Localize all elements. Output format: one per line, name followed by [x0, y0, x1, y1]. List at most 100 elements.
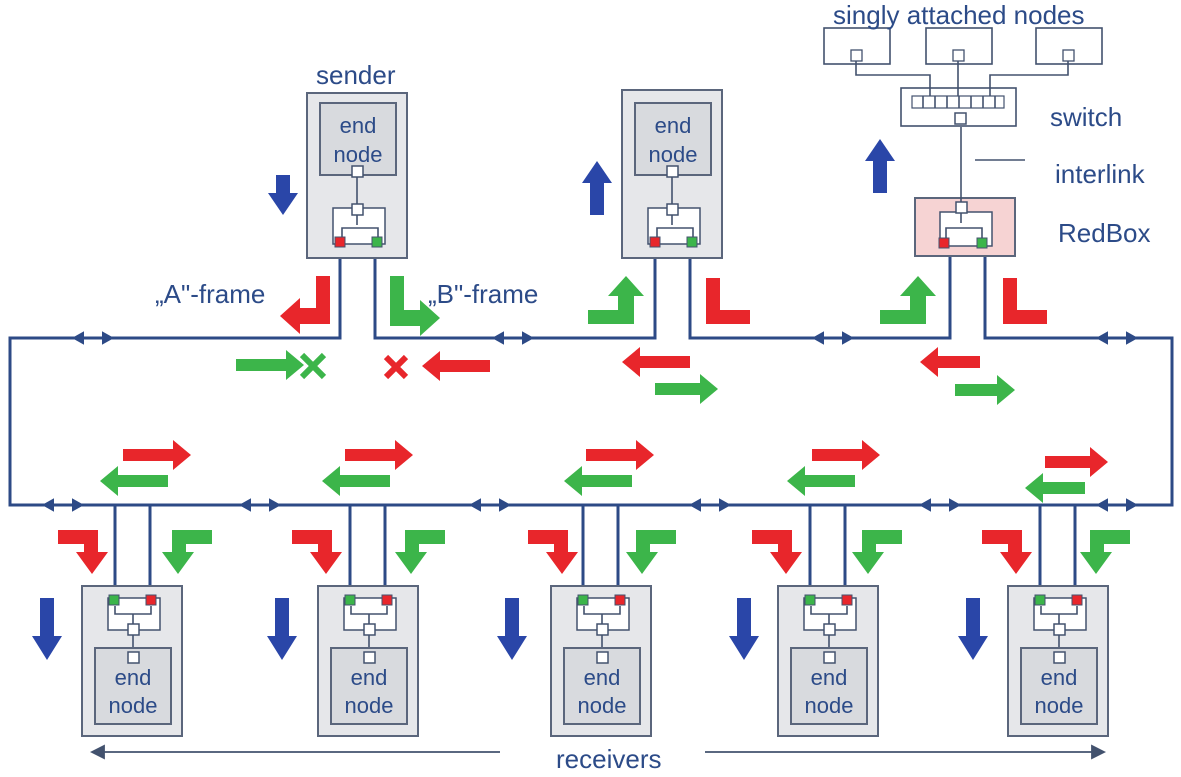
a-frame-arrow-icon	[123, 440, 191, 470]
switch-label: switch	[1050, 102, 1122, 132]
port-a	[841, 594, 853, 606]
blocked-x-icon	[299, 352, 327, 380]
singly-attached-nodes	[823, 27, 1103, 96]
sender-node: end node	[306, 92, 408, 259]
b-frame-arrow-icon	[1025, 473, 1085, 503]
a-frame-arrow-icon	[528, 530, 578, 574]
down-arrow-icon	[729, 598, 759, 660]
a-frame-arrow-icon	[280, 276, 330, 334]
b-frame-label: „B"-frame	[428, 279, 538, 309]
link-marker	[811, 331, 855, 345]
port-b	[804, 594, 816, 606]
link-marker	[238, 498, 282, 512]
port-b	[577, 594, 589, 606]
b-frame-arrow-icon	[236, 350, 304, 380]
link-marker	[1095, 498, 1139, 512]
drop-receiver-3	[581, 505, 620, 598]
port-b	[1034, 594, 1046, 606]
b-frame-arrow-icon	[588, 276, 644, 324]
link-marker	[1095, 331, 1139, 345]
top-node-node-label: node	[649, 142, 698, 167]
receiver-2-end-label: end	[351, 665, 388, 690]
sender-end-label: end	[340, 113, 377, 138]
link-markers	[41, 331, 1139, 512]
ring-lines	[8, 250, 1174, 598]
receiver-5-end-label: end	[1041, 665, 1078, 690]
top-node-end-label: end	[655, 113, 692, 138]
link-marker	[688, 498, 732, 512]
a-frame-arrow-icon	[982, 530, 1032, 574]
down-arrow-icon	[497, 598, 527, 660]
drop-receiver-5	[1038, 505, 1077, 598]
port-b	[686, 236, 698, 248]
b-frame-arrow-icon	[395, 530, 445, 574]
link-marker	[918, 498, 962, 512]
a-frame-arrow-icon	[345, 440, 413, 470]
receiver-node-1: end node	[81, 585, 183, 737]
down-arrow-icon	[958, 598, 988, 660]
receiver-1-end-label: end	[115, 665, 152, 690]
b-frame-arrow-icon	[880, 276, 936, 324]
b-frame-arrow-icon	[655, 374, 718, 404]
drop-receiver-1	[113, 505, 152, 598]
a-frame-arrow-icon	[58, 530, 108, 574]
port-b	[976, 237, 988, 249]
receiver-3-node-label: node	[578, 693, 627, 718]
b-frame-arrow-icon	[1080, 530, 1130, 574]
a-frame-arrow-icon	[812, 440, 880, 470]
port-a	[1071, 594, 1083, 606]
a-frame-arrow-icon	[920, 347, 980, 377]
b-frame-arrow-icon	[162, 530, 212, 574]
a-frame-arrow-icon	[1045, 447, 1108, 477]
receiver-4-end-label: end	[811, 665, 848, 690]
ring-node-top: end node	[621, 89, 723, 259]
b-frame-arrow-icon	[564, 466, 632, 496]
link-marker	[468, 498, 512, 512]
receiver-node-3: end node	[550, 585, 652, 737]
down-arrow-icon	[267, 598, 297, 660]
link-marker	[41, 498, 85, 512]
up-arrow-icon	[582, 161, 612, 215]
port-a	[614, 594, 626, 606]
port-a	[334, 236, 346, 248]
drop-receiver-4	[808, 505, 847, 598]
upper-ring-line	[8, 250, 1174, 507]
receiver-4-node-label: node	[805, 693, 854, 718]
direction-arrows	[32, 139, 988, 660]
port-b	[344, 594, 356, 606]
switch	[900, 87, 1017, 127]
receiver-1-node-label: node	[109, 693, 158, 718]
b-frame-arrow-icon	[322, 466, 390, 496]
a-frame-arrow-icon	[586, 440, 654, 470]
receiver-3-end-label: end	[584, 665, 621, 690]
link-marker	[491, 331, 535, 345]
b-frame-arrow-icon	[787, 466, 855, 496]
b-frame-arrow-icon	[626, 530, 676, 574]
drop-receiver-2	[348, 505, 387, 598]
link-marker	[71, 331, 115, 345]
b-frame-arrow-icon	[390, 276, 440, 336]
singly-attached-nodes-label: singly attached nodes	[833, 0, 1085, 30]
a-frame-label: „A"-frame	[155, 279, 265, 309]
port-b	[371, 236, 383, 248]
sender-node-label: node	[334, 142, 383, 167]
b-frame-arrow-icon	[955, 375, 1015, 405]
down-arrow-icon	[32, 598, 62, 660]
port-a	[381, 594, 393, 606]
frame-arrows	[58, 276, 1130, 574]
receivers-label: receivers	[556, 744, 661, 774]
a-frame-arrow-icon	[1003, 278, 1047, 324]
b-frame-arrow-icon	[852, 530, 902, 574]
redbox	[914, 127, 1025, 257]
receiver-5-node-label: node	[1035, 693, 1084, 718]
down-arrow-icon	[268, 175, 298, 215]
up-arrow-icon	[865, 139, 895, 193]
interlink-label: interlink	[1055, 159, 1146, 189]
a-frame-arrow-icon	[706, 278, 750, 324]
a-frame-arrow-icon	[422, 351, 490, 381]
a-frame-arrow-icon	[622, 347, 690, 377]
a-frame-arrow-icon	[752, 530, 802, 574]
b-frame-arrow-icon	[100, 466, 168, 496]
